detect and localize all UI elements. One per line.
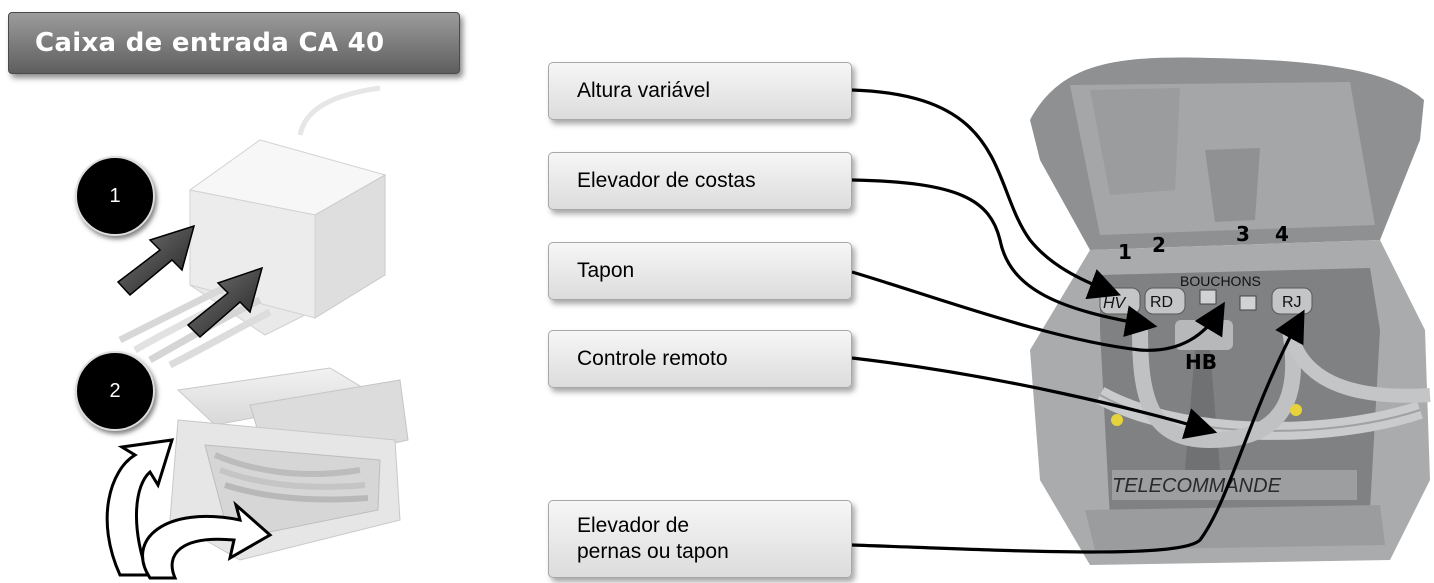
- port-number-2: 2: [1152, 233, 1166, 257]
- label-tapon-text: Tapon: [577, 258, 635, 282]
- connector-controle: [851, 356, 1218, 440]
- open-lid-arrow-icon: [105, 438, 273, 580]
- label-controle-remoto: Controle remoto: [548, 330, 852, 388]
- connector-elevador-pernas: [851, 309, 1305, 554]
- photo-label-hv: HV: [1103, 295, 1127, 312]
- step-2-badge: 2: [75, 351, 155, 431]
- closed-box-illustration: [118, 85, 387, 369]
- push-arrow-icon: [116, 224, 264, 339]
- hb-marker: HB: [1185, 350, 1217, 374]
- open-box-photo: [1030, 57, 1431, 565]
- label-altura-variavel: Altura variável: [548, 62, 852, 120]
- label-controle-remoto-text: Controle remoto: [577, 346, 728, 370]
- title-banner: Caixa de entrada CA 40: [8, 12, 460, 74]
- connector-altura: [851, 88, 1121, 300]
- photo-label-telecommande: TELECOMMANDE: [1112, 475, 1282, 497]
- photo-label-rd: RD: [1150, 294, 1173, 311]
- connector-tapon: [851, 270, 1225, 352]
- label-elevador-pernas-text: Elevador de pernas ou tapon: [577, 513, 729, 563]
- title-text: Caixa de entrada CA 40: [35, 28, 385, 58]
- port-number-4: 4: [1275, 222, 1289, 246]
- port-number-1: 1: [1118, 240, 1132, 264]
- label-elevador-costas: Elevador de costas: [548, 152, 852, 210]
- label-altura-variavel-text: Altura variável: [577, 78, 711, 102]
- port-number-3: 3: [1236, 222, 1250, 246]
- label-elevador-costas-text: Elevador de costas: [577, 168, 756, 192]
- step-1-badge: 1: [75, 156, 155, 236]
- photo-label-bouchons: BOUCHONS: [1180, 273, 1261, 289]
- photo-label-rj: RJ: [1282, 294, 1302, 311]
- label-elevador-pernas: Elevador de pernas ou tapon: [548, 500, 852, 578]
- connector-elevador-costas: [851, 178, 1158, 338]
- label-tapon: Tapon: [548, 242, 852, 300]
